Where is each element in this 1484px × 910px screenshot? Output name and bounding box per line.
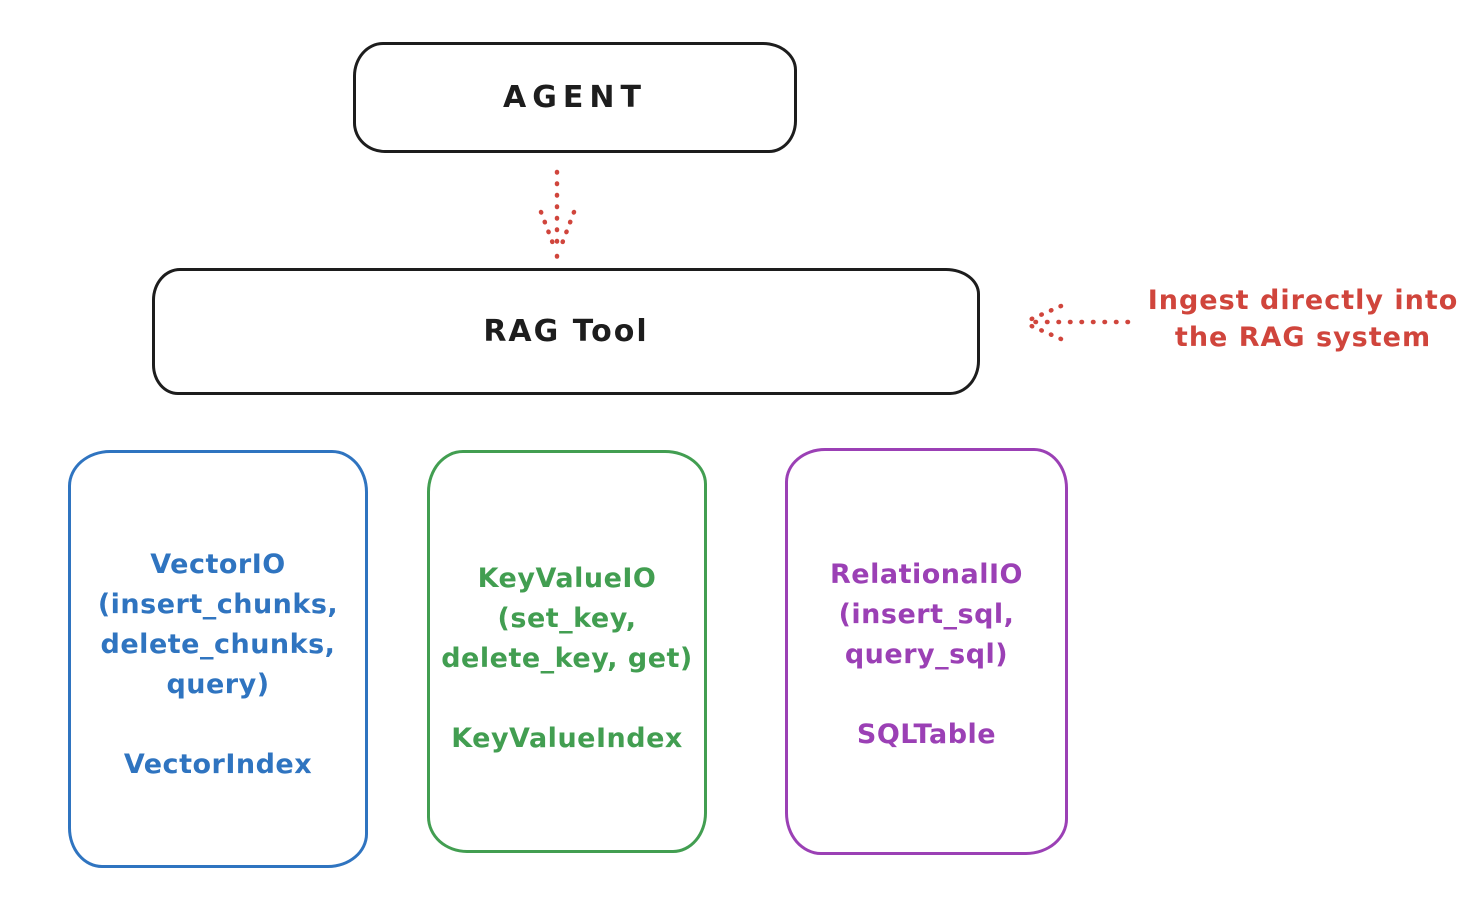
keyvalue-io-title: KeyValueIO: [477, 563, 657, 594]
ingest-annotation: Ingest directly into the RAG system: [1138, 282, 1468, 356]
vector-index-label: VectorIndex: [123, 749, 313, 780]
agent-node: AGENT: [353, 42, 797, 153]
agent-to-rag-arrow: [538, 169, 577, 260]
vector-io-methods-line2: delete_chunks,: [100, 629, 336, 660]
relational-io-methods-line1: (insert_sql,: [838, 599, 1015, 630]
vector-io-title: VectorIO: [150, 549, 286, 580]
vector-io-node: VectorIO (insert_chunks, delete_chunks, …: [68, 450, 368, 868]
keyvalue-io-methods-line1: (set_key,: [497, 603, 637, 634]
vector-io-methods-line3: query): [166, 669, 270, 700]
keyvalue-io-node: KeyValueIO (set_key, delete_key, get) Ke…: [427, 450, 707, 853]
keyvalue-index-label: KeyValueIndex: [451, 723, 683, 754]
keyvalue-io-methods-line2: delete_key, get): [441, 643, 693, 674]
ingest-annotation-line2: the RAG system: [1174, 322, 1432, 353]
relational-io-node: RelationalIO (insert_sql, query_sql) SQL…: [785, 448, 1068, 855]
annotation-arrow: [1024, 303, 1131, 342]
relational-io-methods-line2: query_sql): [844, 639, 1009, 670]
agent-label: AGENT: [503, 80, 647, 115]
relational-io-title: RelationalIO: [830, 559, 1023, 590]
vector-io-methods-line1: (insert_chunks,: [97, 589, 339, 620]
ingest-annotation-line1: Ingest directly into: [1147, 285, 1459, 316]
rag-tool-node: RAG Tool: [152, 268, 980, 395]
sql-table-label: SQLTable: [856, 719, 997, 750]
rag-tool-label: RAG Tool: [483, 314, 649, 349]
